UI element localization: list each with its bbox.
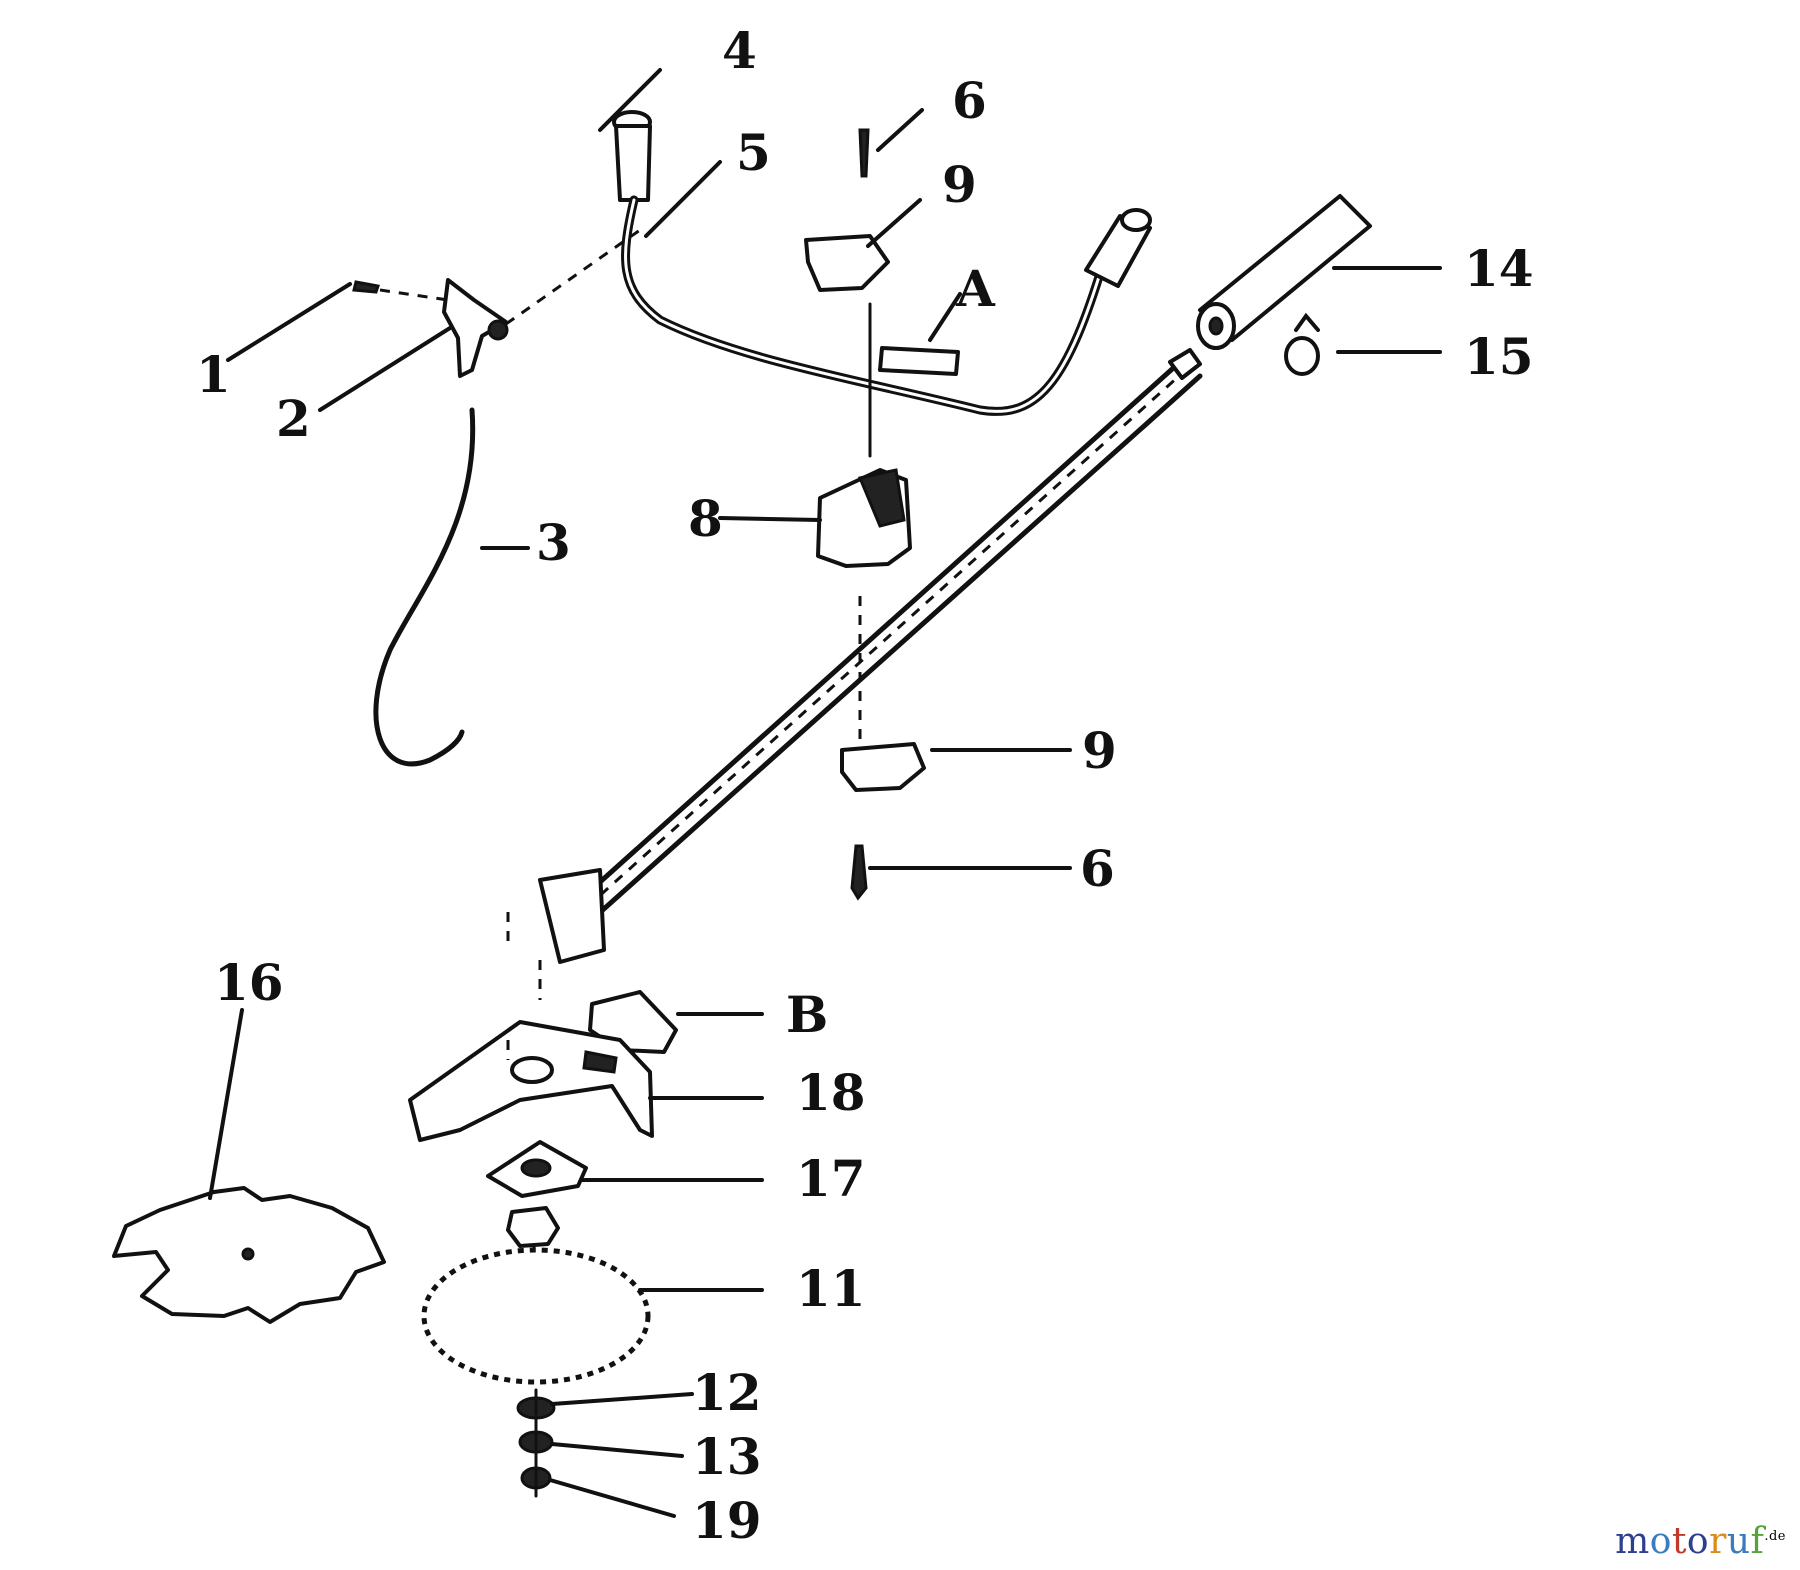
part-2-throttle-lever bbox=[442, 278, 509, 378]
part-18-cutting-guard bbox=[408, 1020, 654, 1142]
callout-15: 15 bbox=[1464, 327, 1534, 386]
callout-17: 17 bbox=[796, 1149, 866, 1208]
callout-9-top: 9 bbox=[942, 155, 977, 214]
drive-shaft bbox=[506, 348, 1203, 1000]
part-1-dash-link bbox=[379, 288, 449, 302]
callout-6-bottom: 6 bbox=[1080, 839, 1115, 898]
watermark-letter: t bbox=[1671, 1521, 1687, 1562]
watermark-letter: r bbox=[1709, 1521, 1727, 1562]
callout-6-top: 6 bbox=[952, 71, 987, 130]
callout-labels: 1 2 3 4 5 6 9 A 14 15 8 9 6 16 B 18 17 1… bbox=[196, 21, 1534, 1550]
callout-13: 13 bbox=[692, 1427, 762, 1486]
part-5-handle-grip-right bbox=[1084, 208, 1152, 288]
part-a-label-decal bbox=[878, 346, 960, 376]
callout-2: 2 bbox=[276, 389, 311, 448]
callout-5: 5 bbox=[736, 123, 771, 182]
callout-b: B bbox=[786, 985, 828, 1044]
part-1-screw bbox=[352, 280, 380, 294]
part-15-clip-ring bbox=[1284, 312, 1320, 376]
part-16-center-hole bbox=[241, 1247, 255, 1261]
callout-a: A bbox=[955, 259, 996, 318]
callout-8: 8 bbox=[688, 489, 723, 548]
part-8-clamp-block bbox=[816, 468, 912, 568]
part-11-saw-blade bbox=[421, 1247, 651, 1385]
watermark-letter: f bbox=[1750, 1521, 1765, 1562]
part-9-clamp-top bbox=[804, 234, 890, 292]
callout-14: 14 bbox=[1464, 239, 1534, 298]
parts-washer-stack bbox=[516, 1388, 556, 1498]
callout-4: 4 bbox=[722, 21, 757, 80]
part-14-grip-tube bbox=[1196, 194, 1372, 350]
watermark-logo: motoruf.de bbox=[1615, 1521, 1786, 1562]
callout-3: 3 bbox=[536, 513, 571, 572]
watermark-suffix: .de bbox=[1764, 1529, 1786, 1544]
part-6-pin-top bbox=[858, 128, 870, 178]
callout-18: 18 bbox=[796, 1063, 866, 1122]
part-3-throttle-cable bbox=[373, 407, 476, 767]
callout-1: 1 bbox=[196, 345, 231, 404]
part-5-loop-handle-inner bbox=[624, 198, 1112, 413]
part-4-handle-grip bbox=[612, 110, 652, 202]
watermark-text: motoruf bbox=[1615, 1521, 1764, 1562]
part-9-clamp-bottom bbox=[840, 742, 926, 792]
part-2-shaft-link bbox=[505, 228, 641, 326]
watermark-letter: m bbox=[1615, 1521, 1650, 1562]
watermark-letter: o bbox=[1649, 1521, 1672, 1562]
callout-11: 11 bbox=[796, 1259, 866, 1318]
leader-lines bbox=[208, 68, 1442, 1518]
part-5-loop-handle bbox=[621, 195, 1115, 416]
callout-19: 19 bbox=[692, 1491, 762, 1550]
callout-12: 12 bbox=[692, 1363, 762, 1422]
part-6-pin-bottom bbox=[850, 844, 868, 901]
callout-9-bottom: 9 bbox=[1082, 721, 1117, 780]
part-17-plate bbox=[486, 1140, 588, 1198]
callout-16: 16 bbox=[214, 953, 284, 1012]
watermark-letter: u bbox=[1726, 1521, 1751, 1562]
watermark-letter: o bbox=[1686, 1521, 1710, 1562]
